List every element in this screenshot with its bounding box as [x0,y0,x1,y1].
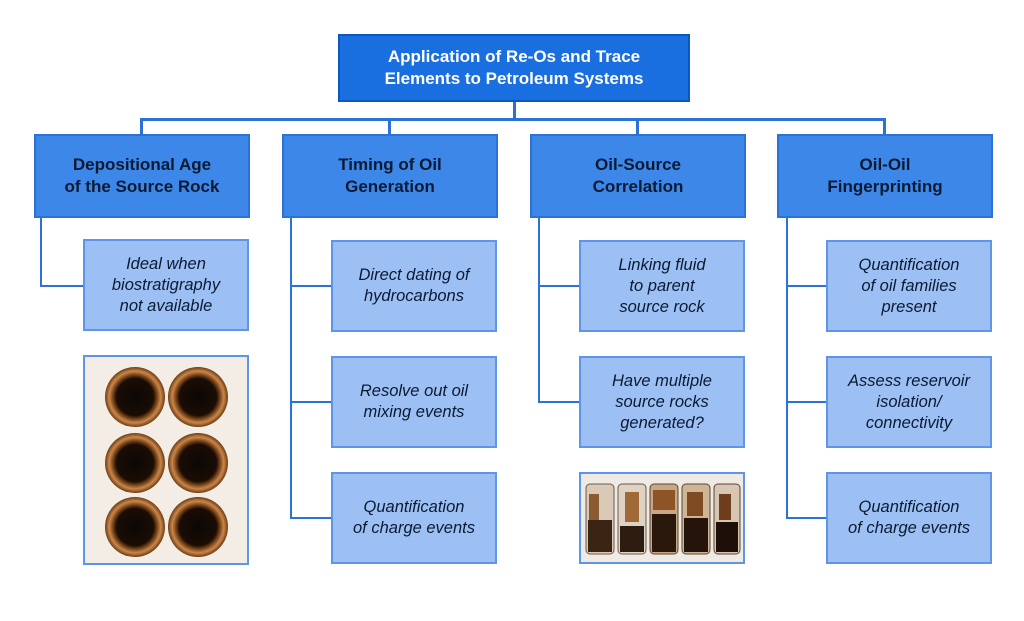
leaf-direct-dating: Direct dating of hydrocarbons [331,240,497,332]
category-label: Oil-Oil Fingerprinting [827,155,943,196]
col3-branch-2 [538,401,580,403]
jar-2 [617,483,647,555]
vial-3 [105,433,165,493]
leaf-label: Linking fluid to parent source rock [618,255,706,316]
vial-6 [168,497,228,557]
category-depositional-age: Depositional Age of the Source Rock [34,134,250,218]
col4-branch-3 [786,517,828,519]
category-oil-oil-fingerprinting: Oil-Oil Fingerprinting [777,134,993,218]
col3-spine [538,218,540,402]
leaf-label: Quantification of charge events [848,498,970,537]
jar-5 [713,483,741,555]
jar-4 [681,483,711,555]
leaf-resolve-mixing: Resolve out oil mixing events [331,356,497,448]
col2-spine [290,218,292,518]
category-label: Timing of Oil Generation [338,155,442,196]
leaf-label: Have multiple source rocks generated? [612,371,712,432]
jar-3 [649,483,679,555]
col2-branch-2 [290,401,332,403]
vial-4 [168,433,228,493]
bus-drop-3 [636,118,639,136]
vial-2 [168,367,228,427]
leaf-label: Quantification of oil families present [858,255,960,316]
vial-5 [105,497,165,557]
jar-1 [585,483,615,555]
col2-branch-3 [290,517,332,519]
oil-vials-photo [83,355,249,565]
category-timing-of-oil-generation: Timing of Oil Generation [282,134,498,218]
col4-branch-1 [786,285,828,287]
oil-jars-illustration [581,474,743,562]
col1-spine [40,218,42,286]
leaf-linking-fluid: Linking fluid to parent source rock [579,240,745,332]
oil-jars-photo [579,472,745,564]
bus-drop-1 [140,118,143,136]
root-connector [513,102,516,120]
category-oil-source-correlation: Oil-Source Correlation [530,134,746,218]
bus-drop-4 [883,118,886,136]
leaf-reservoir-isolation: Assess reservoir isolation/ connectivity [826,356,992,448]
leaf-oil-families: Quantification of oil families present [826,240,992,332]
category-label: Oil-Source Correlation [592,155,684,196]
leaf-label: Ideal when biostratigraphy not available [111,254,221,315]
col4-branch-2 [786,401,828,403]
leaf-label: Quantification of charge events [353,498,475,537]
leaf-ideal-when-biostratigraphy: Ideal when biostratigraphy not available [83,239,249,331]
leaf-label: Direct dating of hydrocarbons [358,266,470,305]
root-node: Application of Re-Os and Trace Elements … [338,34,690,102]
vial-1 [105,367,165,427]
leaf-label: Resolve out oil mixing events [359,382,469,421]
root-title: Application of Re-Os and Trace Elements … [384,47,644,88]
bus-drop-2 [388,118,391,136]
leaf-quantification-charge: Quantification of charge events [331,472,497,564]
col3-branch-1 [538,285,580,287]
leaf-quantification-charge-2: Quantification of charge events [826,472,992,564]
horizontal-bus [140,118,886,121]
leaf-label: Assess reservoir isolation/ connectivity [848,371,970,432]
leaf-multiple-source-rocks: Have multiple source rocks generated? [579,356,745,448]
category-label: Depositional Age of the Source Rock [64,155,220,196]
col1-branch-1 [40,285,84,287]
col4-spine [786,218,788,518]
oil-vials-illustration [85,357,247,563]
col2-branch-1 [290,285,332,287]
